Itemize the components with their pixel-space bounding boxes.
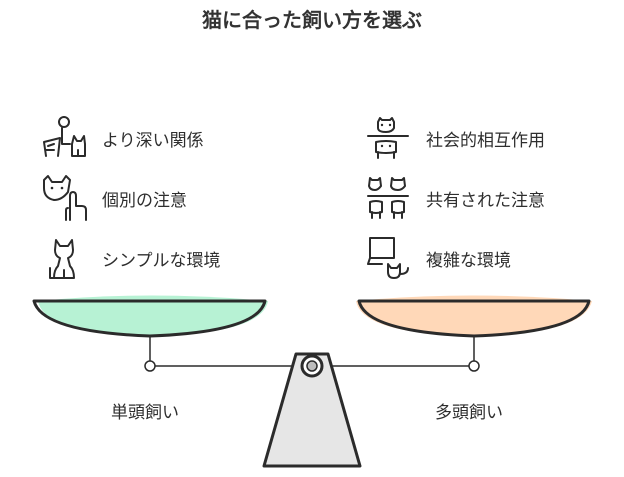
cat-hand-icon bbox=[43, 175, 87, 221]
left-item-2-label: 個別の注意 bbox=[102, 190, 187, 211]
right-item-2-label: 共有された注意 bbox=[426, 190, 545, 211]
left-pivot bbox=[144, 360, 156, 372]
right-item-3: 複雑な環境 bbox=[364, 234, 511, 282]
fulcrum-inner-joint bbox=[306, 360, 318, 372]
left-item-1: より深い関係 bbox=[40, 114, 204, 162]
right-item-2: 共有された注意 bbox=[364, 174, 545, 222]
left-item-3-label: シンプルな環境 bbox=[102, 250, 221, 271]
cat-house-icon bbox=[367, 237, 409, 279]
right-pivot bbox=[468, 360, 480, 372]
sitting-cat-icon bbox=[49, 239, 75, 279]
left-item-2: 個別の注意 bbox=[40, 174, 187, 222]
right-pan-fill bbox=[356, 295, 592, 336]
right-item-1-label: 社会的相互作用 bbox=[426, 130, 545, 151]
person-cat-icon bbox=[43, 116, 86, 157]
fulcrum bbox=[262, 352, 362, 468]
diagram-title: 猫に合った飼い方を選ぶ bbox=[202, 8, 422, 32]
left-pan bbox=[32, 299, 267, 338]
left-pan-label: 単頭飼い bbox=[111, 403, 179, 423]
two-cats-icon bbox=[367, 117, 409, 159]
left-item-3: シンプルな環境 bbox=[40, 234, 221, 282]
left-pan-fill bbox=[38, 295, 268, 336]
right-item-3-label: 複雑な環境 bbox=[426, 250, 511, 271]
four-cats-icon bbox=[367, 177, 409, 219]
right-pan bbox=[357, 299, 591, 338]
right-pan-label: 多頭飼い bbox=[435, 403, 503, 423]
right-item-1: 社会的相互作用 bbox=[364, 114, 545, 162]
left-item-1-label: より深い関係 bbox=[102, 130, 204, 151]
